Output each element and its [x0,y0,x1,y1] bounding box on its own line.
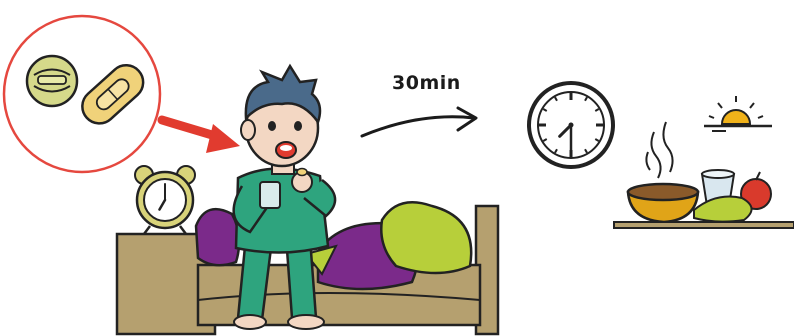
time-arrow [362,108,476,136]
pill-zoom-circle [4,16,160,172]
breakfast [614,170,794,228]
alarm-clock-icon [135,166,195,234]
round-tablet-icon [27,56,77,106]
steam-lines [646,122,672,178]
sunrise-icon [704,96,772,131]
red-pointer-arrow [162,120,240,153]
duration-label: 30min [392,72,461,94]
wall-clock-icon [529,83,613,167]
pear-icon [694,197,752,222]
bowl-icon [628,184,698,222]
